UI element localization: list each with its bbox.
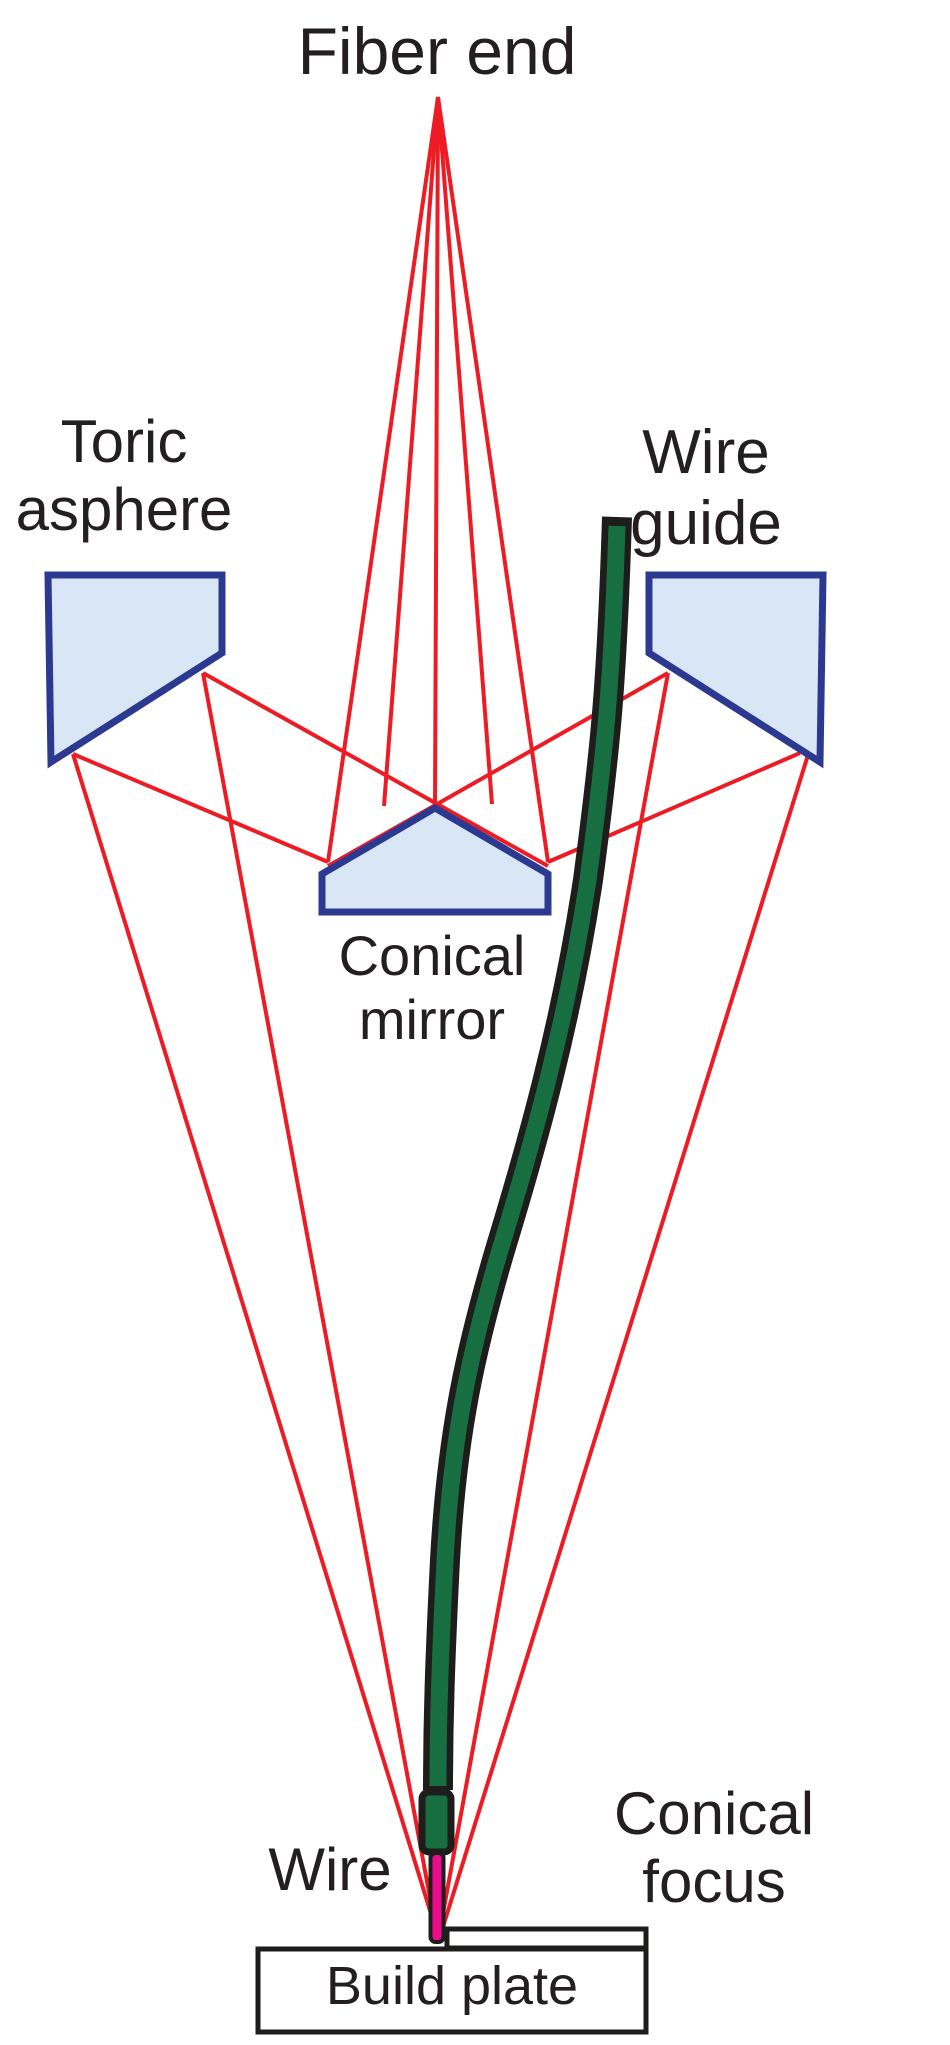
fiber-end-label: Fiber end [297,14,577,88]
toric-asphere-label: Toric asphere [15,408,233,544]
build-plate-label: Build plate [325,1956,579,2016]
conical-focus-label: Conical focus [613,1780,815,1916]
wire-feedstock [428,1851,446,1944]
ray-focus-outer-left [71,753,438,1931]
wire-label: Wire [268,1836,392,1903]
wire-guide-tube [429,525,626,1787]
ray-fiber-outer-right [436,96,550,863]
ray-focus-outer-right [440,754,810,1931]
toric-asphere-left-shape [44,571,226,769]
toric-asphere-right-shape [645,571,827,769]
ray-fiber-inner-right [436,96,494,805]
deposited-layer-shape [444,1926,649,1951]
ray-fiber-center [433,96,440,811]
build-plate-shape [255,1946,649,2035]
ray-focus-inner-right [438,672,670,1931]
ray-focus-inner-left [201,672,438,1931]
ray-mirror-to-left-asphere [72,752,329,864]
wire-guide-nozzle [418,1788,455,1856]
conical-mirror-label: Conical mirror [338,924,526,1051]
ray-cross-left-to-right [202,671,549,868]
conical-mirror-shape [318,803,552,916]
ray-fiber-outer-left [326,96,440,863]
wire-guide-label: Wire guide [630,418,782,558]
ray-fiber-inner-left [382,96,440,807]
